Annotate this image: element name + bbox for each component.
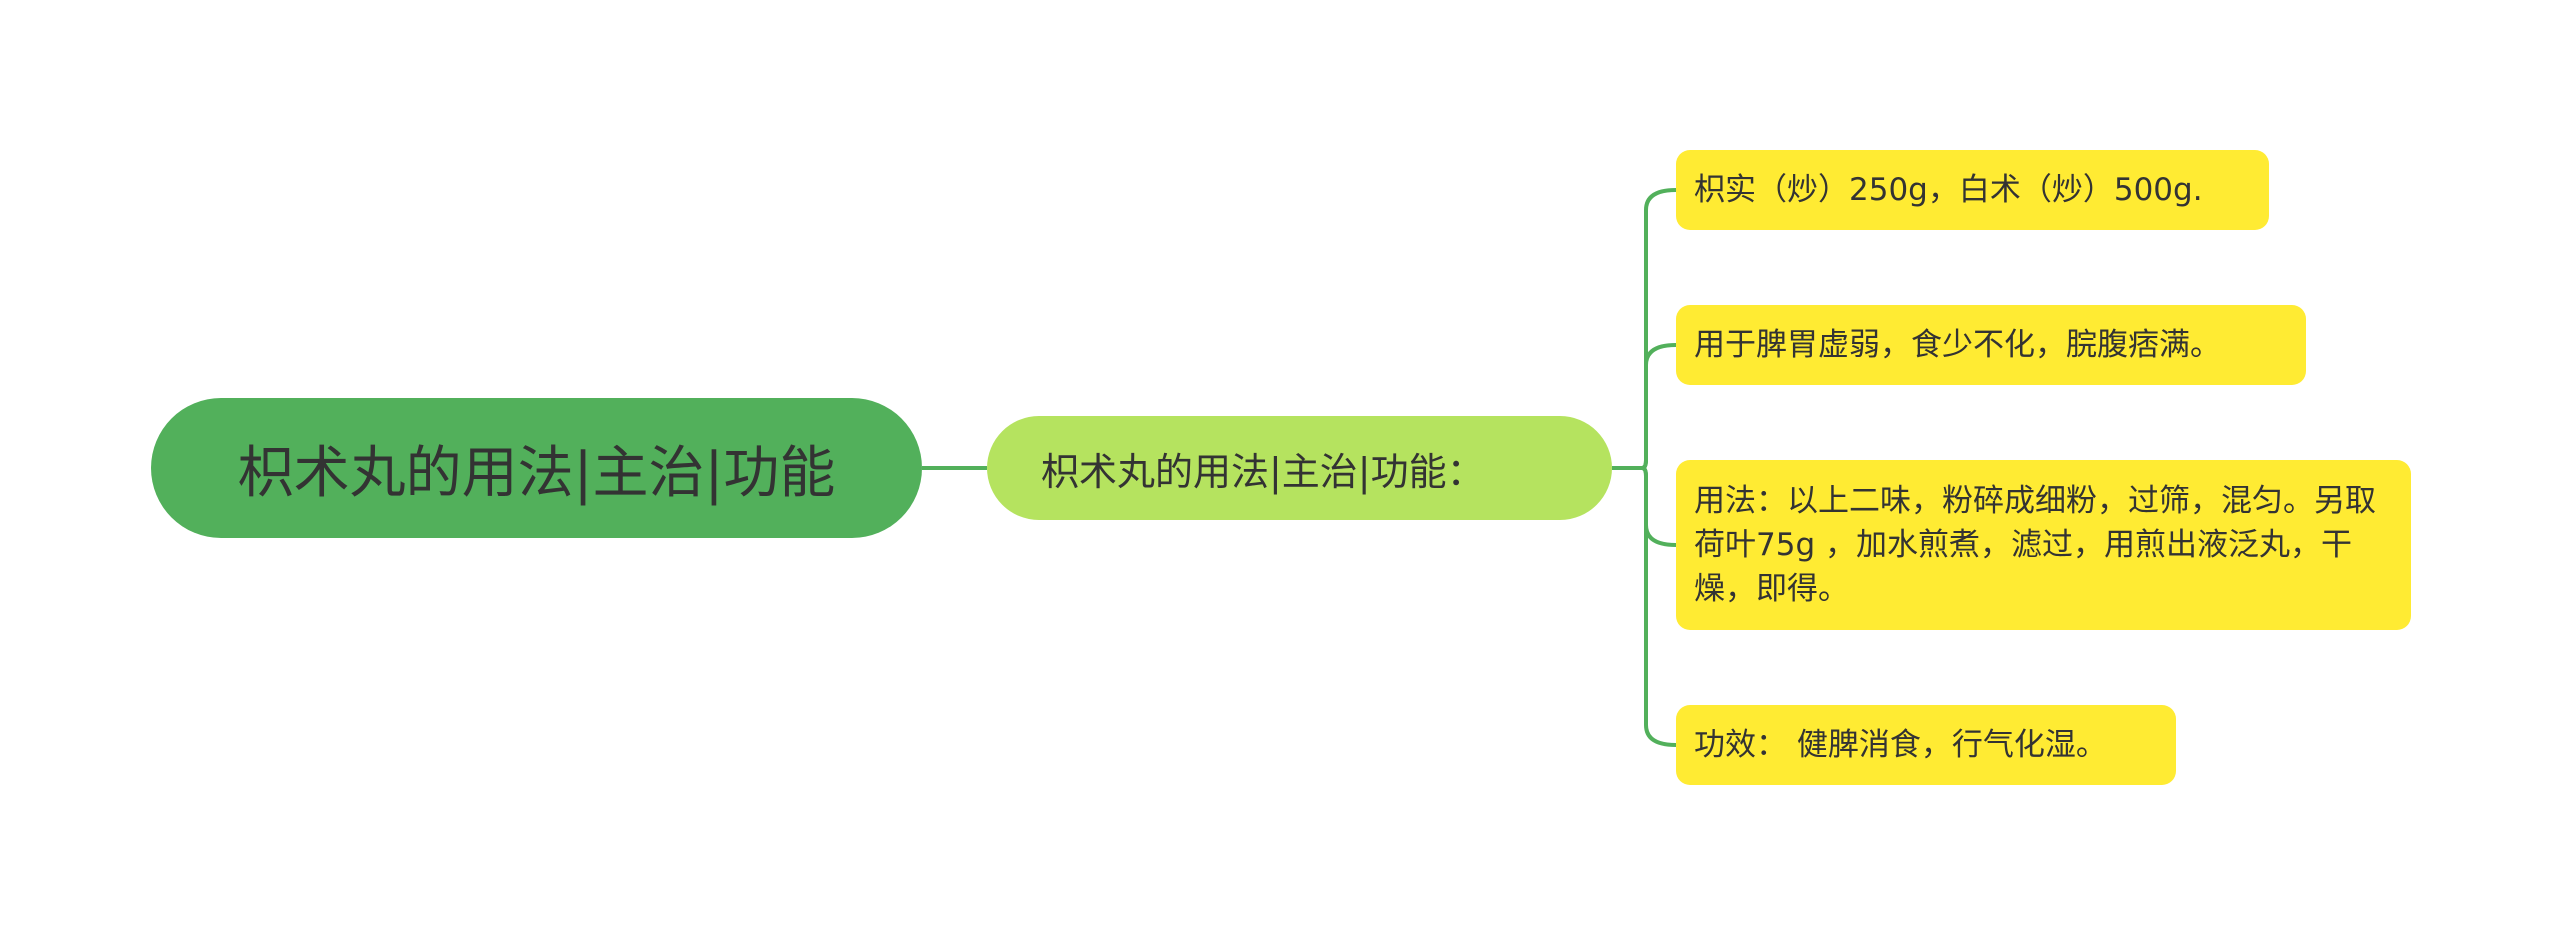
leaf-topic-label: 功效： 健脾消食，行气化湿。 (1694, 727, 2107, 763)
branch-topic[interactable]: 枳术丸的用法|主治|功能： (987, 416, 1612, 520)
leaf-topic-ingredients[interactable]: 枳实（炒）250g，白术（炒）500g. (1676, 150, 2269, 230)
connector-branch-to-leaf-4 (1612, 466, 1677, 747)
leaf-topic-usage[interactable]: 用法：以上二味，粉碎成细粉，过筛，混匀。另取荷叶75g ，加水煎煮，滤过，用煎出… (1676, 460, 2411, 630)
root-topic-label: 枳术丸的用法|主治|功能 (237, 440, 836, 506)
leaf-topic-label: 用法：以上二味，粉碎成细粉，过筛，混匀。另取荷叶75g ，加水煎煮，滤过，用煎出… (1694, 483, 2376, 607)
leaf-topic-label: 用于脾胃虚弱，食少不化，脘腹痞满。 (1694, 327, 2221, 363)
leaf-topic-effects[interactable]: 功效： 健脾消食，行气化湿。 (1676, 705, 2176, 785)
root-topic[interactable]: 枳术丸的用法|主治|功能 (151, 398, 922, 538)
branch-topic-label: 枳术丸的用法|主治|功能： (1041, 449, 1485, 494)
leaf-topic-indications[interactable]: 用于脾胃虚弱，食少不化，脘腹痞满。 (1676, 305, 2306, 385)
leaf-topic-label: 枳实（炒）250g，白术（炒）500g. (1694, 172, 2203, 208)
